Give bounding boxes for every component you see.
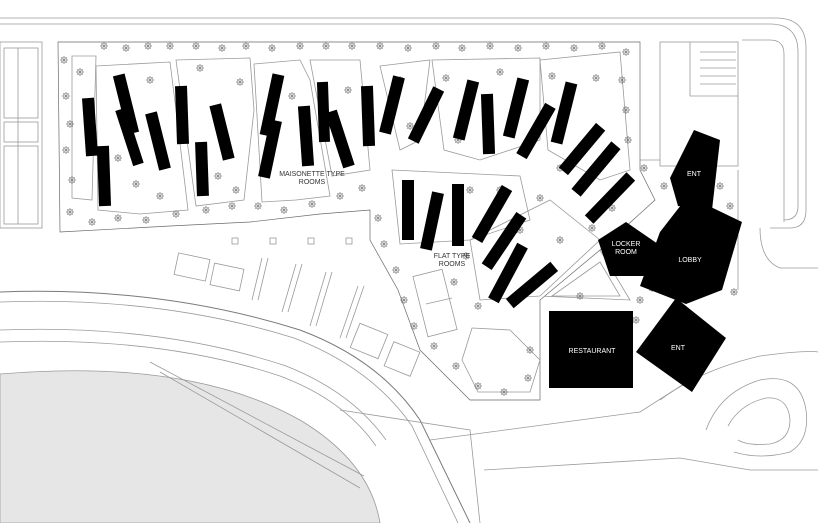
room-block [325,109,355,169]
street-lines [0,17,818,290]
labels: MAISONETTE TYPE ROOMS FLAT TYPE ROOMS LO… [279,171,702,355]
room-block [558,122,606,176]
room-block [452,184,464,246]
room-block [297,105,315,167]
lobby-building [640,196,742,304]
room-block [402,180,414,240]
room-block [584,172,636,224]
ent-lower-label: ENT [671,345,686,352]
room-block [505,261,559,309]
restaurant-label: RESTAURANT [569,348,617,355]
restaurant-building [549,311,633,388]
room-block [115,107,144,167]
locker-label-line1: LOCKER [612,241,641,248]
room-block [81,97,99,157]
room-block [471,185,513,243]
left-buildings [0,41,43,229]
room-block [420,191,444,251]
room-block [407,86,445,144]
room-block [96,145,112,207]
room-block [195,141,209,197]
flat-rooms [402,180,559,309]
flat-label-line2: ROOMS [439,261,466,268]
upper-rooms [407,77,636,224]
lobby-label: LOBBY [678,257,702,264]
room-block [502,77,530,139]
room-block [174,85,190,145]
room-block [571,141,621,197]
annex-outlines [631,41,739,167]
room-block [259,73,285,137]
room-block [480,93,496,155]
flat-label-line1: FLAT TYPE [434,253,471,260]
room-block [209,103,235,161]
forecourt-pads [173,237,421,377]
room-block [481,211,527,271]
maisonette-label-line1: MAISONETTE TYPE [279,171,345,178]
lagoon [0,290,471,523]
locker-label-line2: ROOM [615,249,637,256]
maisonette-label-line2: ROOMS [299,179,326,186]
locker-room-building [598,222,658,276]
main-buildings [549,130,742,392]
room-block [379,75,405,135]
room-block [360,85,376,147]
room-block [550,81,578,145]
room-block [258,119,282,179]
room-block [316,81,331,143]
room-block [112,73,140,135]
room-block [516,102,556,160]
room-block [488,242,528,304]
ent-upper-label: ENT [687,171,702,178]
entrance-building-lower [636,298,726,392]
maisonette-rooms [81,73,405,207]
room-block [145,111,171,171]
entrance-building-upper [670,130,720,210]
room-block [452,79,480,141]
